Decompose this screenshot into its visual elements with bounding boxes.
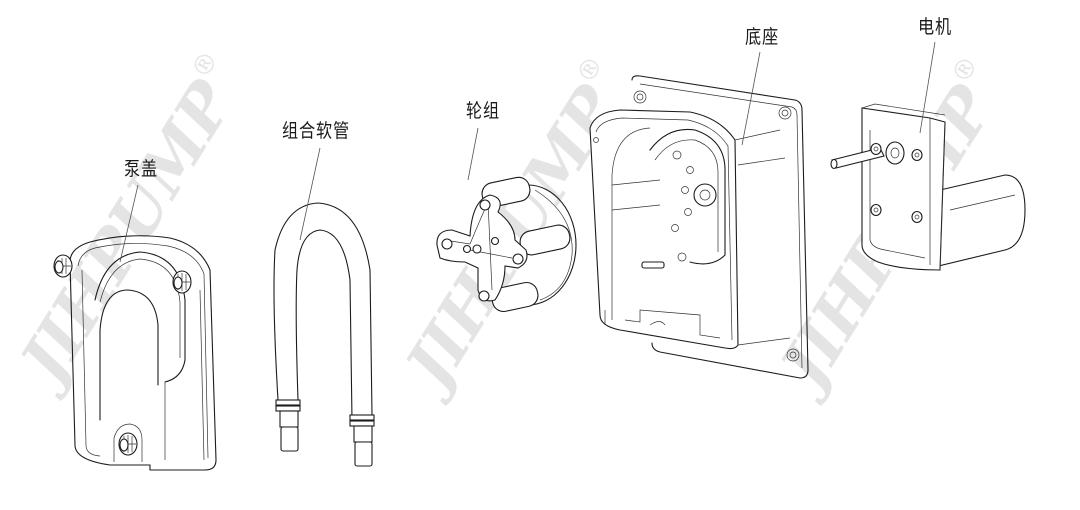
roller-assembly-part xyxy=(436,176,577,313)
knob-icon xyxy=(172,270,192,294)
label-roller-assembly: 轮组 xyxy=(466,100,501,122)
leader-line xyxy=(299,147,321,241)
base-part xyxy=(589,75,809,379)
leader-line xyxy=(119,184,139,263)
label-motor: 电机 xyxy=(918,16,953,38)
leader-line xyxy=(467,127,479,181)
label-tube-assembly: 组合软管 xyxy=(282,120,351,142)
leader-line xyxy=(741,51,761,146)
label-pump-cover: 泵盖 xyxy=(124,158,159,180)
tube-assembly-part xyxy=(273,202,375,467)
leader-line xyxy=(919,41,936,134)
knob-icon xyxy=(53,254,73,278)
knob-icon xyxy=(113,423,143,462)
pump-cover-part xyxy=(53,235,217,471)
label-base: 底座 xyxy=(745,26,780,48)
motor-part xyxy=(830,103,1026,271)
